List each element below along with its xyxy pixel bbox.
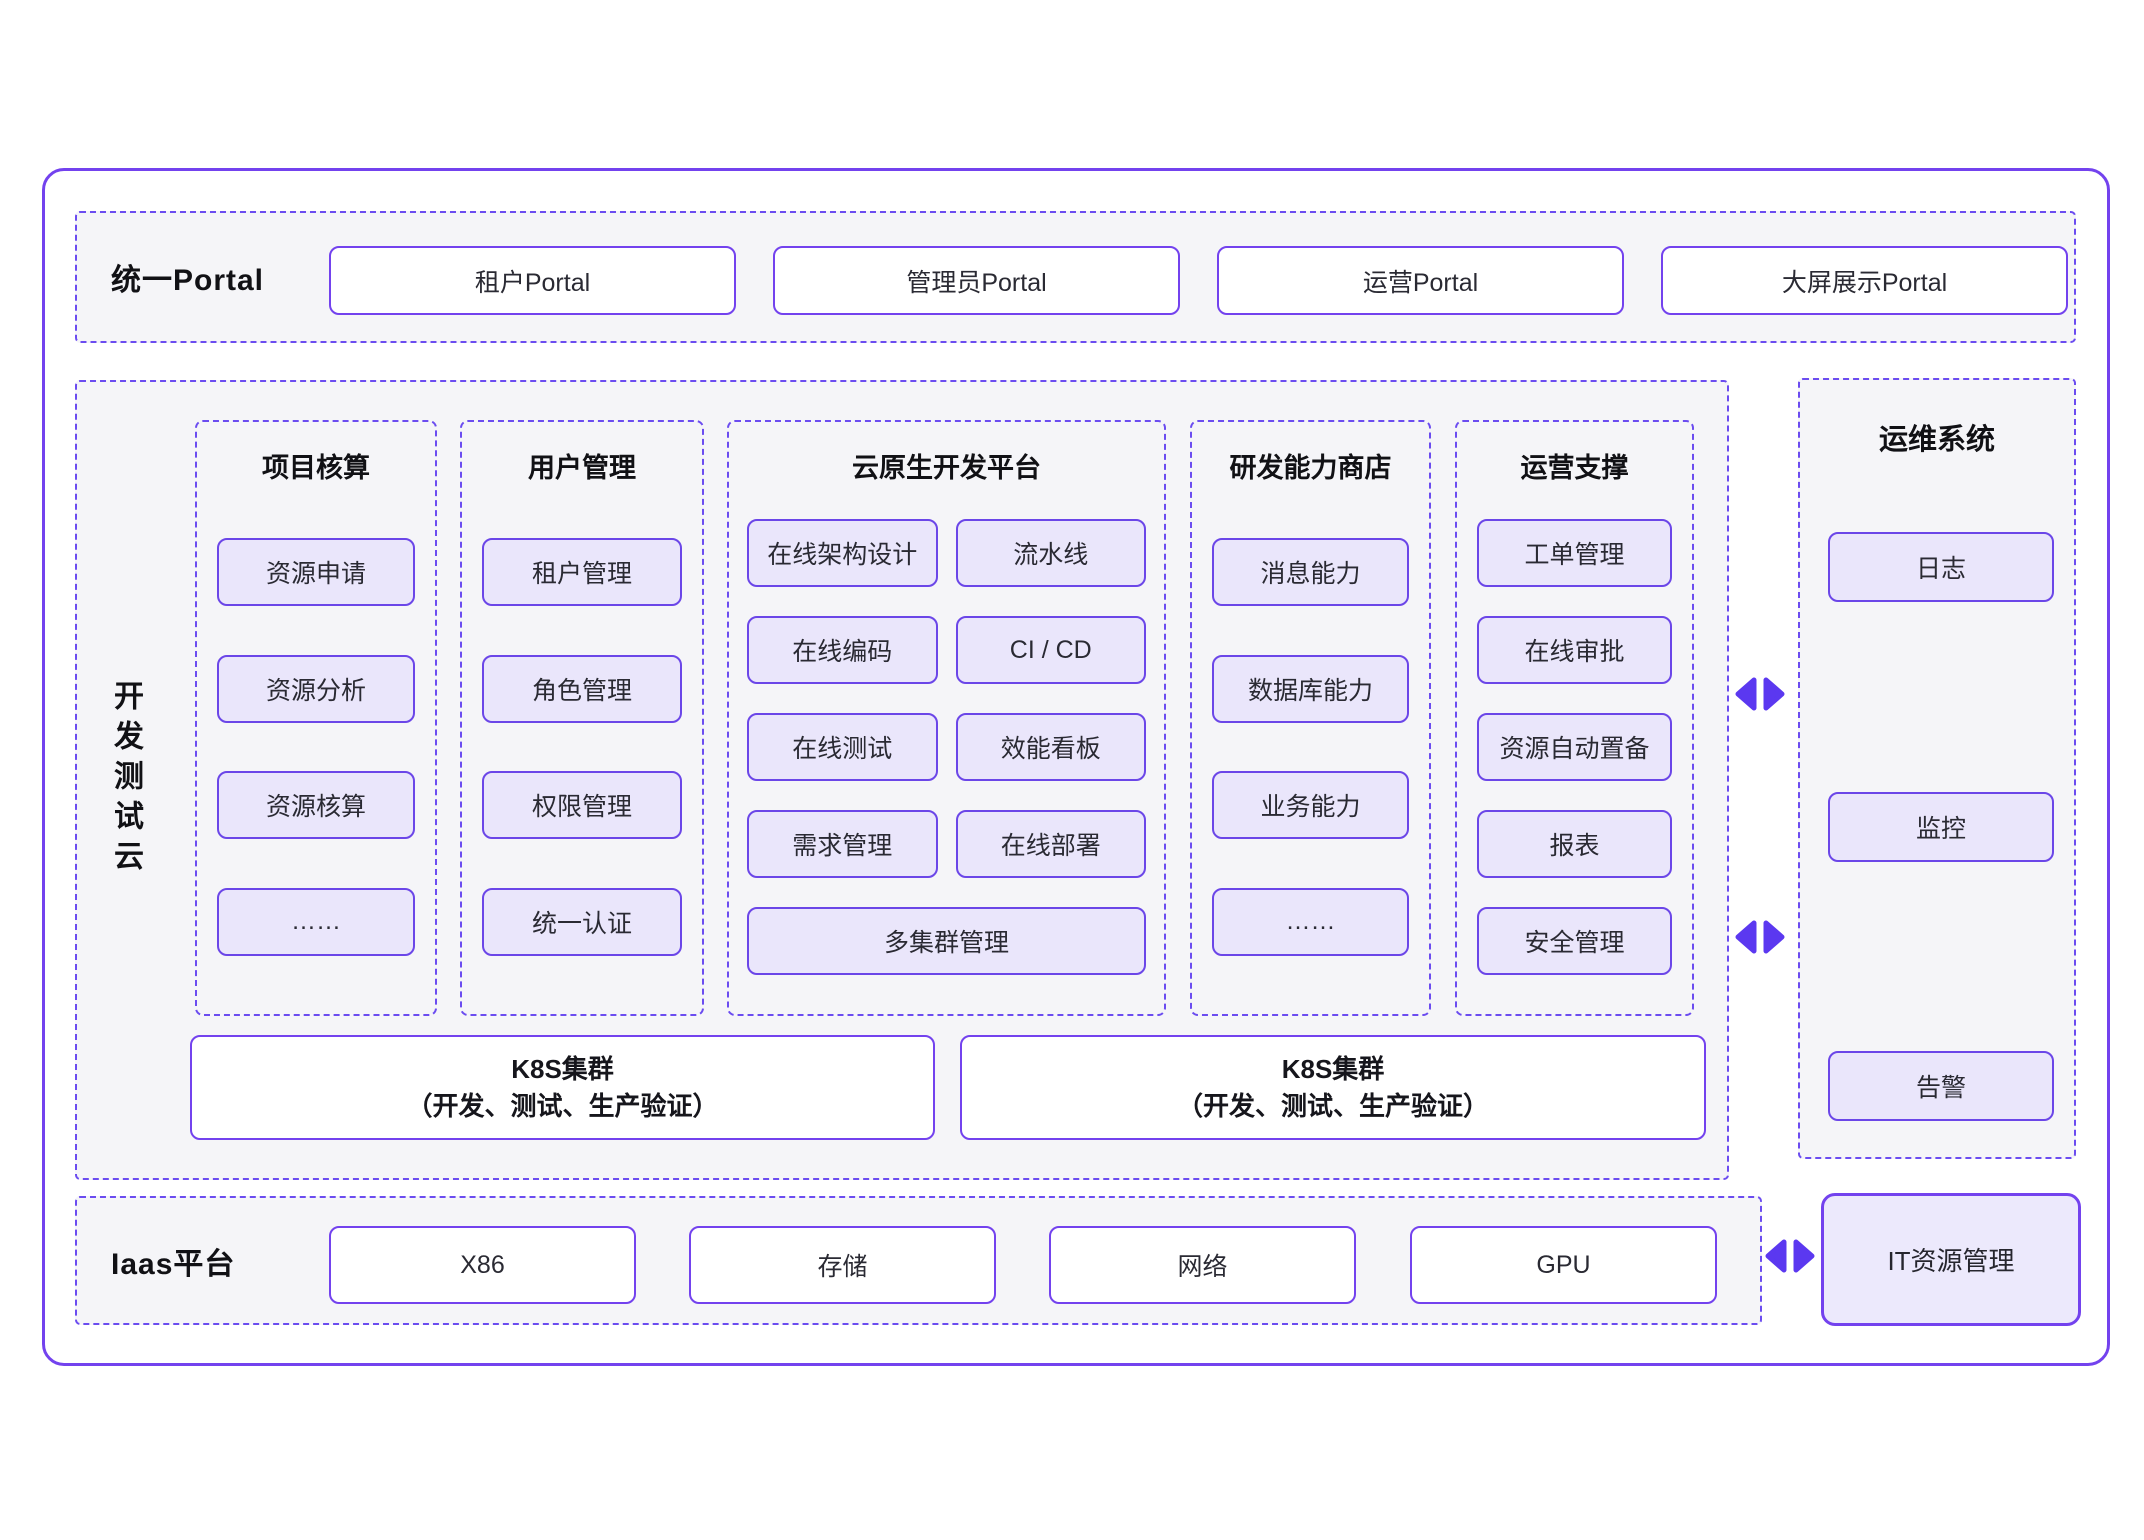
- column-operation-support: 运营支撑 工单管理 在线审批 资源自动置备 报表 安全管理: [1455, 420, 1694, 1016]
- column-items: 资源申请 资源分析 资源核算 ……: [197, 490, 435, 1014]
- column-cloudnative-platform: 云原生开发平台 在线架构设计 流水线 在线编码 CI / CD 在线测试 效能看…: [727, 420, 1166, 1016]
- k8s-cluster-title: K8S集群: [511, 1054, 614, 1085]
- admin-portal-box: 管理员Portal: [773, 246, 1180, 315]
- column-user-management: 用户管理 租户管理 角色管理 权限管理 统一认证: [460, 420, 704, 1016]
- diagram-item: 资源核算: [217, 771, 415, 840]
- bidirectional-arrow-icon: [1735, 920, 1785, 954]
- storage-box: 存储: [689, 1226, 996, 1304]
- gpu-box: GPU: [1410, 1226, 1717, 1304]
- diagram-item-full-width: 多集群管理: [747, 907, 1146, 975]
- diagram-item: 消息能力: [1212, 538, 1409, 607]
- column-project-accounting: 项目核算 资源申请 资源分析 资源核算 ……: [195, 420, 437, 1016]
- diagram-item: 需求管理: [747, 810, 938, 878]
- diagram-item: 报表: [1477, 810, 1672, 878]
- item-row: 在线编码 CI / CD: [747, 616, 1146, 684]
- alert-box: 告警: [1828, 1051, 2054, 1121]
- unified-portal-label: 统一Portal: [111, 264, 265, 297]
- column-items: 消息能力 数据库能力 业务能力 ……: [1192, 490, 1429, 1014]
- column-items: 工单管理 在线审批 资源自动置备 报表 安全管理: [1457, 490, 1692, 1014]
- network-box: 网络: [1049, 1226, 1356, 1304]
- diagram-item: 权限管理: [482, 771, 682, 840]
- diagram-item: 租户管理: [482, 538, 682, 607]
- iaas-platform-label: Iaas平台: [111, 1247, 236, 1281]
- column-title: 运营支撑: [1520, 453, 1629, 483]
- k8s-cluster-subtitle: （开发、测试、生产验证）: [406, 1090, 719, 1121]
- column-capability-store: 研发能力商店 消息能力 数据库能力 业务能力 ……: [1190, 420, 1431, 1016]
- k8s-cluster-box-2: K8S集群 （开发、测试、生产验证）: [960, 1035, 1706, 1140]
- monitor-box: 监控: [1828, 792, 2054, 862]
- diagram-item: 在线部署: [955, 810, 1146, 878]
- k8s-cluster-title: K8S集群: [1281, 1054, 1385, 1085]
- column-title: 研发能力商店: [1229, 453, 1392, 483]
- diagram-item: 资源申请: [217, 538, 415, 607]
- operation-portal-box: 运营Portal: [1217, 246, 1624, 315]
- column-title: 项目核算: [262, 453, 370, 483]
- diagram-item: 工单管理: [1477, 519, 1672, 587]
- bigscreen-portal-box: 大屏展示Portal: [1661, 246, 2068, 315]
- diagram-item: 资源分析: [217, 654, 415, 723]
- diagram-item: 在线审批: [1477, 616, 1672, 684]
- diagram-item: 业务能力: [1212, 771, 1409, 840]
- column-title: 云原生开发平台: [852, 453, 1041, 483]
- diagram-item-ellipsis: ……: [1212, 887, 1409, 956]
- tenant-portal-box: 租户Portal: [329, 246, 736, 315]
- unified-portal-section: 统一Portal 租户Portal 管理员Portal 运营Portal 大屏展…: [75, 211, 2076, 343]
- column-title: 用户管理: [528, 453, 636, 483]
- diagram-item: 安全管理: [1477, 907, 1672, 975]
- diagram-item: 统一认证: [482, 887, 682, 956]
- item-row: 需求管理 在线部署: [747, 810, 1146, 878]
- diagram-item: 流水线: [955, 519, 1146, 587]
- iaas-platform-section: Iaas平台 X86 存储 网络 GPU: [75, 1196, 1762, 1325]
- k8s-cluster-subtitle: （开发、测试、生产验证）: [1176, 1090, 1489, 1121]
- devtest-cloud-label: 开发测试云: [109, 680, 142, 880]
- diagram-outer-frame: 统一Portal 租户Portal 管理员Portal 运营Portal 大屏展…: [42, 168, 2110, 1366]
- item-row: 在线架构设计 流水线: [747, 519, 1146, 587]
- diagram-item: 在线架构设计: [747, 519, 938, 587]
- diagram-item: 在线编码: [747, 616, 938, 684]
- column-items: 在线架构设计 流水线 在线编码 CI / CD 在线测试 效能看板 需求管理 在…: [729, 490, 1164, 1014]
- diagram-item: 在线测试: [747, 713, 938, 781]
- diagram-item: 资源自动置备: [1477, 713, 1672, 781]
- log-box: 日志: [1828, 532, 2054, 602]
- k8s-cluster-box-1: K8S集群 （开发、测试、生产验证）: [190, 1035, 935, 1140]
- bidirectional-arrow-icon: [1765, 1239, 1815, 1273]
- diagram-item: 效能看板: [955, 713, 1146, 781]
- ops-system-section: 运维系统 日志 监控 告警: [1798, 378, 2076, 1159]
- diagram-item-ellipsis: ……: [217, 887, 415, 956]
- bidirectional-arrow-icon: [1735, 677, 1785, 711]
- x86-box: X86: [329, 1226, 636, 1304]
- diagram-item: 角色管理: [482, 654, 682, 723]
- diagram-item: 数据库能力: [1212, 654, 1409, 723]
- diagram-item: CI / CD: [955, 616, 1146, 684]
- devtest-cloud-section: 开发测试云 项目核算 资源申请 资源分析 资源核算 …… 用户管理 租户管理 角…: [75, 380, 1729, 1180]
- ops-system-title: 运维系统: [1878, 424, 1995, 456]
- item-row: 在线测试 效能看板: [747, 713, 1146, 781]
- column-items: 租户管理 角色管理 权限管理 统一认证: [462, 490, 702, 1014]
- it-resource-management-box: IT资源管理: [1821, 1193, 2081, 1326]
